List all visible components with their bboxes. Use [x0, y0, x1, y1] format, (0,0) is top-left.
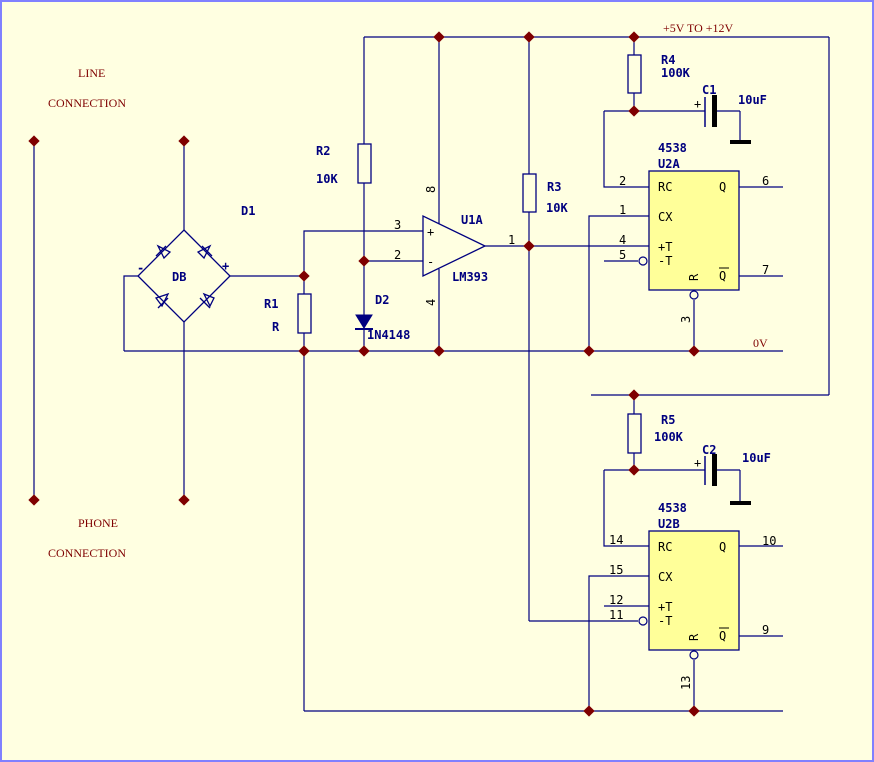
opamp-u1a: [422, 214, 487, 278]
opamp-plus-sign: +: [427, 225, 434, 239]
u2b-pin-15: 15: [609, 563, 623, 577]
bridge-ref: D1: [241, 204, 255, 218]
note-supply: +5V TO +12V: [663, 21, 734, 35]
u2a-tplus: +T: [658, 240, 672, 254]
r3-ref: R3: [547, 180, 561, 194]
r2-value: 10K: [316, 172, 338, 186]
ground-symbol-c1: [730, 140, 751, 144]
r4-value: 100K: [661, 66, 691, 80]
u2b-tminus: -T: [658, 614, 672, 628]
u2b-pin-13: 13: [679, 676, 693, 690]
r1-ref: R1: [264, 297, 278, 311]
d2-ref: D2: [375, 293, 389, 307]
bridge-plus: +: [222, 259, 229, 273]
u2b-ref: U2B: [658, 517, 680, 531]
bridge-rectifier: [137, 229, 231, 323]
opamp-pin-4: 4: [424, 299, 438, 306]
d2-value: 1N4148: [367, 328, 410, 342]
opamp-ref: U1A: [461, 213, 483, 227]
u2b-pin-14: 14: [609, 533, 623, 547]
bridge-minus: -: [137, 261, 144, 275]
c2-ref: C2: [702, 443, 716, 457]
u2a-r: R: [687, 273, 701, 281]
u2a-pin-1: 1: [619, 203, 626, 217]
u2b-pin-11: 11: [609, 608, 623, 622]
capacitor-c2: [704, 454, 717, 486]
c1-ref: C1: [702, 83, 716, 97]
u2a-q: Q: [719, 180, 726, 194]
opamp-minus-sign: -: [427, 255, 434, 269]
opamp-pin-8: 8: [424, 186, 438, 193]
u2a-pin-7: 7: [762, 263, 769, 277]
u2a-pin-6: 6: [762, 174, 769, 188]
u2b-part: 4538: [658, 501, 687, 515]
opamp-value: LM393: [452, 270, 488, 284]
resistor-r4: [627, 54, 642, 94]
u2a-qbar: Q: [719, 269, 726, 283]
u2a-pin-2: 2: [619, 174, 626, 188]
resistor-r5: [627, 413, 642, 454]
opamp-pin-3: 3: [394, 218, 401, 232]
resistor-r2: [357, 143, 372, 184]
r4-ref: R4: [661, 53, 675, 67]
u2b-tminus-bubble: [638, 616, 648, 626]
u2b-pin-10: 10: [762, 534, 776, 548]
chip-u2a: [648, 170, 740, 291]
r5-ref: R5: [661, 413, 675, 427]
u2a-ref: U2A: [658, 157, 680, 171]
u2a-cx: CX: [658, 210, 673, 224]
u2a-pin-3: 3: [679, 316, 693, 323]
c2-plus: +: [694, 456, 701, 470]
c1-plus: +: [694, 97, 701, 111]
opamp-pin-1: 1: [508, 233, 515, 247]
u2a-tminus-bubble: [638, 256, 648, 266]
u2a-tminus: -T: [658, 254, 672, 268]
u2a-pin-4: 4: [619, 233, 626, 247]
u2b-r: R: [687, 633, 701, 641]
r2-ref: R2: [316, 144, 330, 158]
opamp-pin-2: 2: [394, 248, 401, 262]
chip-u2b: [648, 530, 740, 651]
c1-value: 10uF: [738, 93, 767, 107]
u2b-pin-12: 12: [609, 593, 623, 607]
capacitor-c1: [704, 95, 717, 127]
note-line-connection: CONNECTION: [48, 96, 126, 110]
u2b-tplus: +T: [658, 600, 672, 614]
diode-d2: [355, 314, 373, 330]
u2a-reset-bubble: [689, 290, 699, 300]
note-line: LINE: [78, 66, 105, 80]
u2b-cx: CX: [658, 570, 673, 584]
u2b-rc: RC: [658, 540, 672, 554]
u2a-rc: RC: [658, 180, 672, 194]
u2b-qbar: Q: [719, 629, 726, 643]
note-ground: 0V: [753, 336, 768, 350]
r5-value: 100K: [654, 430, 684, 444]
ground-symbol-c2: [730, 501, 751, 505]
note-phone: PHONE: [78, 516, 118, 530]
r3-value: 10K: [546, 201, 568, 215]
u2a-pin-5: 5: [619, 248, 626, 262]
resistor-r3: [522, 173, 537, 213]
bridge-value: DB: [172, 270, 186, 284]
resistor-r1: [297, 293, 312, 334]
u2a-part: 4538: [658, 141, 687, 155]
u2b-reset-bubble: [689, 650, 699, 660]
u2b-pin-9: 9: [762, 623, 769, 637]
note-phone-connection: CONNECTION: [48, 546, 126, 560]
u2b-q: Q: [719, 540, 726, 554]
c2-value: 10uF: [742, 451, 771, 465]
r1-value: R: [272, 320, 280, 334]
